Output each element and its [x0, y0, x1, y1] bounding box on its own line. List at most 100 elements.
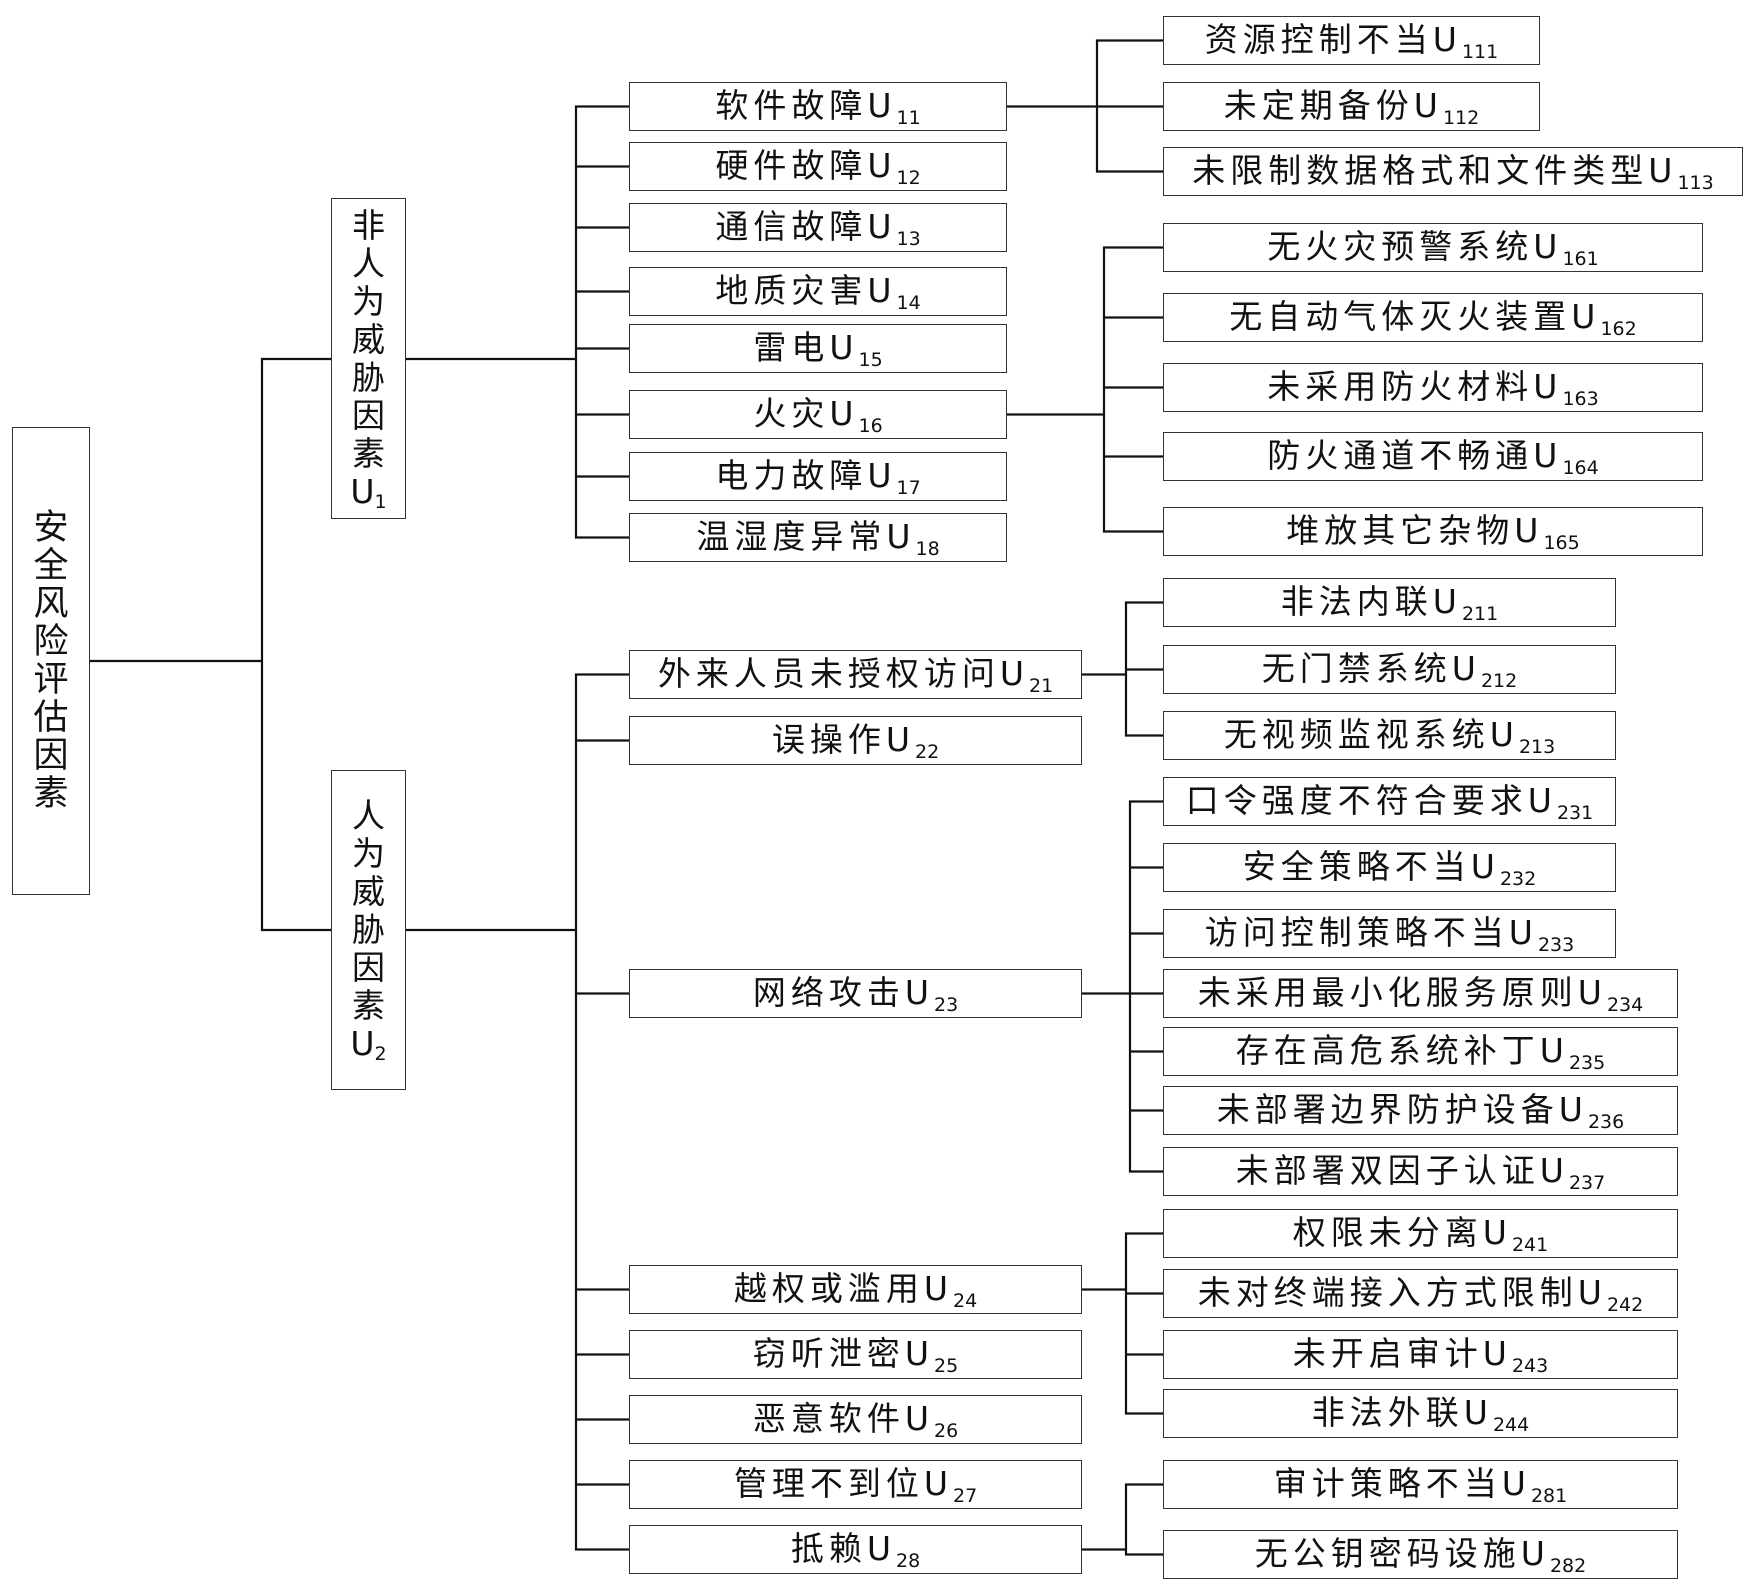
item-u113: 未限制数据格式和文件类型U113 — [1163, 147, 1743, 196]
factor-u17: 电力故障U17 — [629, 452, 1007, 501]
node-label: 网络攻击U — [752, 973, 934, 1012]
node-label: 误操作U — [771, 720, 915, 759]
connector-u16 — [1005, 246, 1165, 533]
node-subscript: 18 — [915, 538, 940, 560]
node-label: 口令强度不符合要求U — [1185, 781, 1557, 820]
item-u282: 无公钥密码设施U282 — [1163, 1530, 1678, 1579]
node-subscript: 27 — [952, 1485, 978, 1507]
item-u241: 权限未分离U241 — [1163, 1209, 1678, 1258]
node-label: 访问控制策略不当U — [1204, 913, 1538, 952]
node-subscript: 243 — [1511, 1355, 1549, 1377]
factor-u25: 窃听泄密U25 — [629, 1330, 1082, 1379]
factor-u12: 硬件故障U12 — [629, 142, 1007, 191]
factor-u14: 地质灾害U14 — [629, 267, 1007, 316]
node-label: 资源控制不当U — [1204, 20, 1462, 59]
connector-u28 — [1080, 1483, 1165, 1556]
node-subscript: 164 — [1562, 457, 1599, 479]
node-subscript: 112 — [1442, 107, 1480, 129]
node-subscript: 281 — [1530, 1485, 1568, 1507]
node-label: 安全风险评估因素 — [33, 508, 69, 814]
item-u163: 未采用防火材料U163 — [1163, 363, 1703, 412]
node-subscript: 237 — [1568, 1172, 1606, 1194]
node-label: 管理不到位U — [733, 1464, 953, 1503]
item-u244: 非法外联U244 — [1163, 1389, 1678, 1438]
node-label: 温湿度异常U — [696, 517, 916, 556]
item-u164: 防火通道不畅通U164 — [1163, 432, 1703, 481]
node-label: 越权或滥用U — [733, 1269, 953, 1308]
item-u112: 未定期备份U112 — [1163, 82, 1540, 131]
node-subscript: 111 — [1461, 41, 1499, 63]
factor-u28: 抵赖U28 — [629, 1525, 1082, 1574]
node-label: 雷电U — [753, 328, 859, 367]
node-subscript: 13 — [896, 228, 921, 250]
item-u161: 无火灾预警系统U161 — [1163, 223, 1703, 272]
node-subscript: 165 — [1543, 532, 1580, 554]
node-label: 安全策略不当U — [1242, 847, 1500, 886]
node-label: 未采用防火材料U — [1267, 367, 1563, 406]
node-subscript: 235 — [1568, 1052, 1606, 1074]
node-label: 非人为威胁因素U — [350, 205, 385, 511]
factor-u27: 管理不到位U27 — [629, 1460, 1082, 1509]
node-subscript: 211 — [1461, 603, 1499, 625]
node-subscript: 17 — [896, 477, 921, 499]
node-label: 无火灾预警系统U — [1267, 227, 1563, 266]
node-subscript: 24 — [952, 1290, 978, 1312]
node-subscript: 212 — [1480, 670, 1518, 692]
item-u162: 无自动气体灭火装置U162 — [1163, 293, 1703, 342]
node-label: 未部署边界防护设备U — [1216, 1090, 1588, 1129]
node-label: 未定期备份U — [1223, 86, 1443, 125]
node-label: 无视频监视系统U — [1223, 715, 1519, 754]
node-subscript: 236 — [1587, 1111, 1625, 1133]
node-subscript: 2 — [374, 1043, 387, 1065]
node-subscript: 242 — [1606, 1294, 1644, 1316]
node-subscript: 15 — [858, 349, 883, 371]
node-subscript: 11 — [896, 107, 921, 129]
node-subscript: 234 — [1606, 994, 1644, 1016]
connector-u21 — [1080, 601, 1165, 737]
vertical-label: 安全风险评估因素 — [31, 509, 71, 813]
item-u233: 访问控制策略不当U233 — [1163, 909, 1616, 958]
item-u165: 堆放其它杂物U165 — [1163, 507, 1703, 556]
node-subscript: 232 — [1499, 868, 1537, 890]
factor-u18: 温湿度异常U18 — [629, 513, 1007, 562]
item-u242: 未对终端接入方式限制U242 — [1163, 1269, 1678, 1318]
node-subscript: 213 — [1518, 736, 1556, 758]
node-subscript: 161 — [1562, 248, 1599, 270]
connector-u1 — [404, 105, 631, 539]
item-u111: 资源控制不当U111 — [1163, 16, 1540, 65]
node-label: 外来人员未授权访问U — [657, 654, 1029, 693]
item-u211: 非法内联U211 — [1163, 578, 1616, 627]
node-subscript: 241 — [1511, 1234, 1549, 1256]
node-subscript: 14 — [896, 292, 921, 314]
node-subscript: 25 — [933, 1355, 959, 1377]
node-subscript: 163 — [1562, 388, 1599, 410]
node-label: 恶意软件U — [752, 1399, 934, 1438]
node-label: 通信故障U — [715, 207, 897, 246]
factor-u26: 恶意软件U26 — [629, 1395, 1082, 1444]
factor-u24: 越权或滥用U24 — [629, 1265, 1082, 1314]
node-subscript: 21 — [1028, 675, 1054, 697]
vertical-label: 非人为威胁因素U1 — [350, 205, 388, 511]
category-u1: 非人为威胁因素U1 — [331, 198, 406, 519]
connector-u24 — [1080, 1232, 1165, 1415]
node-subscript: 23 — [933, 994, 959, 1016]
item-u212: 无门禁系统U212 — [1163, 645, 1616, 694]
node-label: 人为威胁因素U — [350, 796, 385, 1063]
node-subscript: 26 — [933, 1420, 959, 1442]
node-label: 未限制数据格式和文件类型U — [1192, 151, 1678, 190]
node-label: 地质灾害U — [715, 271, 897, 310]
factor-u13: 通信故障U13 — [629, 203, 1007, 252]
node-label: 未采用最小化服务原则U — [1197, 973, 1607, 1012]
factor-u23: 网络攻击U23 — [629, 969, 1082, 1018]
factor-u15: 雷电U15 — [629, 324, 1007, 373]
node-subscript: 231 — [1556, 802, 1594, 824]
connector-root — [88, 357, 333, 932]
node-label: 硬件故障U — [715, 146, 897, 185]
node-subscript: 22 — [914, 741, 940, 763]
connector-u23 — [1080, 800, 1165, 1173]
node-subscript: 113 — [1677, 172, 1714, 194]
item-u234: 未采用最小化服务原则U234 — [1163, 969, 1678, 1018]
node-label: 无公钥密码设施U — [1254, 1534, 1550, 1573]
